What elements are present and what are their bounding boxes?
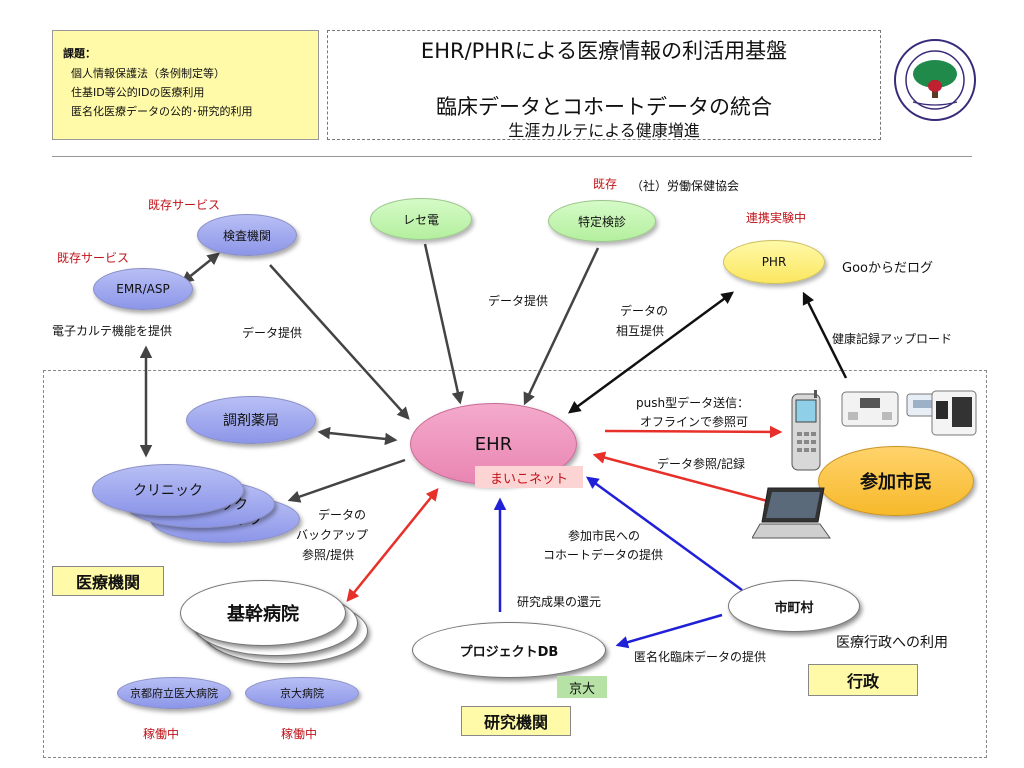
mobile-phone-icon bbox=[791, 390, 821, 471]
existing-service-label: 既存サービス bbox=[148, 198, 221, 212]
label-mutual-2: 相互提供 bbox=[616, 324, 665, 338]
label-backup-1: データの bbox=[318, 508, 367, 522]
arrow-ehr-to-phone bbox=[604, 425, 783, 439]
title-line-3: 生涯カルテによる健康増進 bbox=[508, 121, 700, 140]
node-project-db: プロジェクトDB bbox=[412, 622, 606, 678]
node-phr: PHR bbox=[723, 240, 825, 284]
arrow-ehr-laptop bbox=[592, 451, 778, 507]
regional-zone-border bbox=[43, 370, 987, 758]
arrow-ehr-hospital bbox=[346, 488, 439, 602]
label-mutual-1: データの bbox=[620, 304, 669, 318]
blood-pressure-monitor-icon bbox=[931, 390, 977, 436]
arrow-ehr-city bbox=[585, 476, 743, 592]
label-upload: 健康記録アップロード bbox=[832, 332, 953, 346]
kyodai-label: 京大 bbox=[557, 676, 607, 698]
label-admin-use: 医療行政への利用 bbox=[836, 635, 948, 651]
label-backup-2: バックアップ bbox=[296, 528, 369, 542]
issues-box: 課題： 個人情報保護法（条例制定等） 住基ID等公的IDの医療利用 匿名化医療デ… bbox=[52, 30, 319, 140]
laptop-icon bbox=[752, 487, 831, 539]
maiko-net-label: まいこネット bbox=[475, 466, 583, 488]
arrow-ehr-clinic bbox=[287, 458, 406, 503]
goo-karadalog-label: Gooからだログ bbox=[842, 261, 933, 276]
label-push-1: push型データ送信： bbox=[636, 396, 750, 410]
arrow-kensa-to-ehr bbox=[269, 264, 410, 420]
tag-research-institutions: 研究機関 bbox=[461, 706, 571, 736]
node-hospital: 基幹病院 bbox=[180, 580, 346, 646]
tag-medical-institutions: 医療機関 bbox=[52, 566, 164, 596]
ehr-function-label: 電子カルテ機能を提供 bbox=[52, 324, 173, 338]
node-clinic: クリニック bbox=[92, 464, 244, 516]
arrow-resede-to-ehr bbox=[423, 243, 464, 405]
issue-item: 個人情報保護法（条例制定等） bbox=[71, 67, 225, 80]
node-citizens: 参加市民 bbox=[818, 446, 974, 516]
label-data-provide: データ提供 bbox=[242, 326, 303, 340]
label-data-provide: データ提供 bbox=[488, 294, 549, 308]
node-emr-asp: EMR/ASP bbox=[93, 268, 193, 310]
label-push-2: オフラインで参照可 bbox=[640, 415, 749, 429]
arrow-emr-kensa bbox=[181, 252, 220, 284]
operating-label: 稼働中 bbox=[281, 727, 318, 741]
label-backup-3: 参照/提供 bbox=[302, 548, 355, 562]
label-anon-provide: 匿名化臨床データの提供 bbox=[634, 650, 767, 664]
labor-association-label: （社）労働保健協会 bbox=[631, 179, 740, 193]
node-kyodai-hospital: 京大病院 bbox=[245, 677, 359, 709]
node-kpum-hospital: 京都府立医大病院 bbox=[117, 677, 231, 709]
divider bbox=[52, 156, 972, 157]
arrow-devices-phr bbox=[802, 291, 848, 379]
issue-item: 住基ID等公的IDの医療利用 bbox=[71, 86, 205, 99]
label-cohort-2: コホートデータの提供 bbox=[543, 548, 664, 562]
existing-service-label: 既存サービス bbox=[57, 251, 130, 265]
node-kensa: 検査機関 bbox=[197, 214, 297, 256]
arrow-pharmacy-ehr bbox=[317, 426, 398, 446]
linkage-experiment-label: 連携実験中 bbox=[746, 211, 807, 225]
issue-item: 匿名化医療データの公的･研究的利用 bbox=[71, 105, 253, 118]
label-ref-record: データ参照/記録 bbox=[657, 457, 746, 471]
issues-heading: 課題： bbox=[63, 47, 96, 60]
operating-label: 稼働中 bbox=[143, 727, 180, 741]
node-city: 市町村 bbox=[728, 580, 860, 632]
node-resede: レセ電 bbox=[370, 198, 472, 240]
tag-administration: 行政 bbox=[808, 664, 918, 696]
arrow-tokutei-to-ehr bbox=[523, 247, 600, 406]
arrow-city-to-db bbox=[615, 613, 723, 649]
label-research-return: 研究成果の還元 bbox=[517, 595, 602, 609]
existing-label: 既存 bbox=[593, 177, 618, 191]
arrow-ehr-phr bbox=[567, 291, 735, 414]
university-seal-logo bbox=[893, 30, 977, 130]
node-tokutei: 特定検診 bbox=[548, 200, 656, 242]
title-line-2: 臨床データとコホートデータの統合 bbox=[436, 95, 772, 119]
title-line-1: EHR/PHRによる医療情報の利活用基盤 bbox=[420, 39, 788, 63]
node-pharmacy: 調剤薬局 bbox=[186, 396, 316, 444]
title-box: EHR/PHRによる医療情報の利活用基盤 臨床データとコホートデータの統合 生涯… bbox=[327, 30, 881, 140]
body-scale-icon bbox=[841, 391, 899, 427]
label-cohort-1: 参加市民への bbox=[568, 529, 641, 543]
